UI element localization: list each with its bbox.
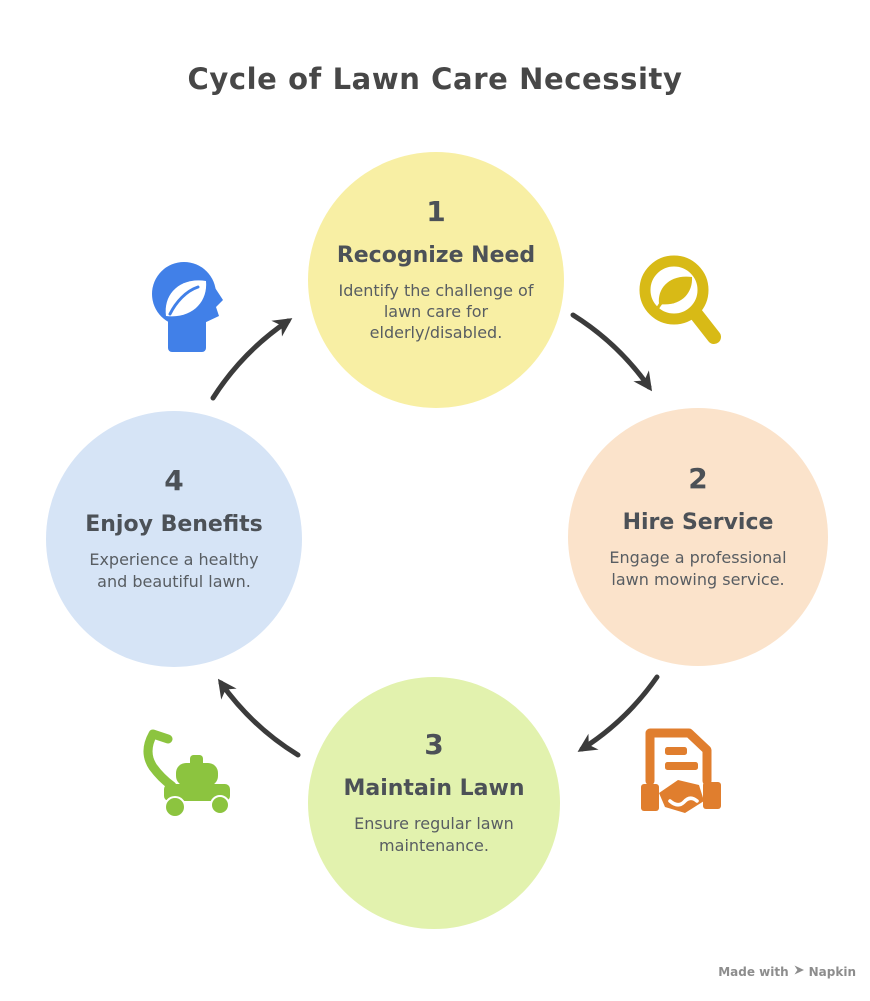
step-description: Engage a professional lawn mowing servic…: [609, 548, 787, 589]
step-circle-hire-service: 2 Hire Service Engage a professional law…: [568, 408, 828, 666]
lawn-mower-icon: [140, 722, 234, 818]
step-number: 4: [164, 464, 184, 498]
step-circle-enjoy-benefits: 4 Enjoy Benefits Experience a healthy an…: [46, 411, 302, 667]
step-circle-maintain-lawn: 3 Maintain Lawn Ensure regular lawn main…: [308, 677, 560, 929]
step-title: Hire Service: [622, 510, 774, 536]
step-title: Maintain Lawn: [343, 776, 525, 802]
step-number: 1: [426, 194, 446, 228]
step-title: Recognize Need: [336, 242, 536, 268]
napkin-logo-icon: [793, 964, 805, 979]
watermark-brand: Napkin: [808, 964, 856, 979]
step-description: Experience a healthy and beautiful lawn.: [89, 550, 259, 591]
step-number: 3: [424, 728, 444, 762]
watermark: Made with Napkin: [718, 964, 856, 979]
step-title: Enjoy Benefits: [85, 512, 263, 538]
diagram-title: Cycle of Lawn Care Necessity: [187, 62, 683, 96]
step-circle-recognize-need: 1 Recognize Need Identify the challenge …: [308, 152, 564, 408]
step-description: Identify the challenge of lawn care for …: [338, 280, 534, 343]
contract-handshake-icon: [641, 721, 721, 815]
watermark-prefix: Made with: [718, 964, 789, 979]
search-leaf-icon: [634, 252, 726, 352]
mind-leaf-icon: [146, 258, 232, 352]
step-description: Ensure regular lawn maintenance.: [354, 814, 514, 855]
step-number: 2: [688, 462, 708, 496]
